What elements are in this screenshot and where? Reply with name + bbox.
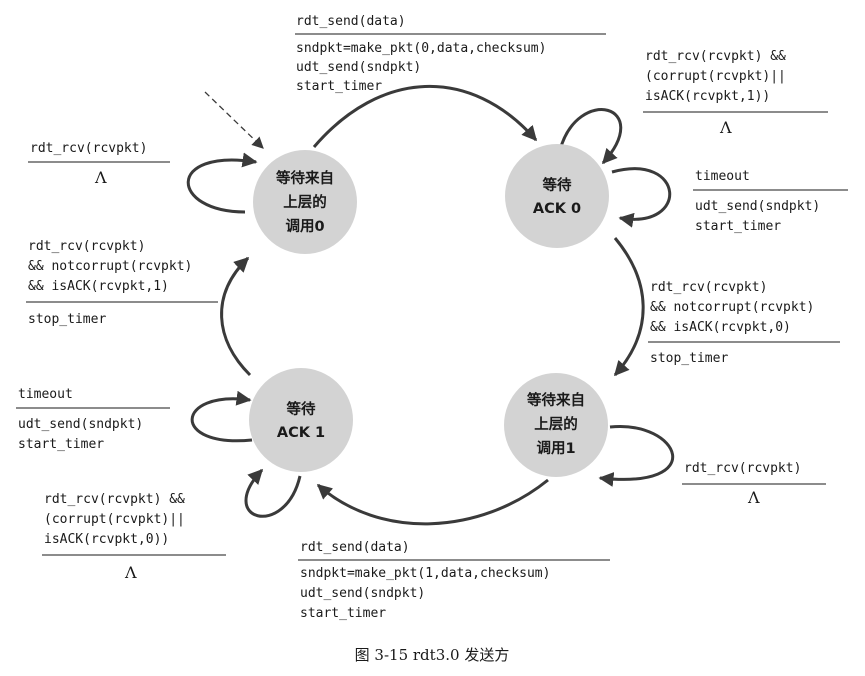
transition-event: && isACK(rcvpkt,1) [28,279,169,294]
loop-ack0-timeout [611,167,672,228]
state-wait-call-1: 等待来自 上层的 调用1 [504,373,608,477]
transition-event: rdt_rcv(rcvpkt) [684,461,801,476]
transition-action: Λ [747,488,760,507]
transition-action: stop_timer [28,312,106,327]
state-label-line: 等待来自 [527,391,585,409]
state-wait-call-0: 等待来自 上层的 调用0 [253,150,357,254]
state-label-line: 等待 [543,176,572,194]
arc-ack1-to-call0 [220,256,252,377]
transition-action: sndpkt=make_pkt(1,data,checksum) [300,566,550,581]
transition-ack0-wait-loop: rdt_rcv(rcvpkt) && (corrupt(rcvpkt)|| is… [643,49,828,137]
loop-call1 [598,425,675,487]
transition-event: (corrupt(rcvpkt)|| [645,69,786,84]
transition-action: stop_timer [650,351,728,366]
state-wait-ack-1: 等待 ACK 1 [249,368,353,472]
transition-action: start_timer [695,219,781,234]
state-label-line: 调用1 [536,440,575,457]
transition-event: timeout [18,387,73,402]
transition-event: && notcorrupt(rcvpkt) [650,300,814,315]
transition-event: (corrupt(rcvpkt)|| [44,512,185,527]
transition-event: isACK(rcvpkt,1)) [645,89,770,104]
figure-caption: 图 3-15 rdt3.0 发送方 [355,646,510,664]
transition-event: timeout [695,169,750,184]
transition-action: sndpkt=make_pkt(0,data,checksum) [296,41,546,56]
transition-action: start_timer [296,79,382,94]
state-label-line: ACK 1 [277,425,325,441]
state-label-line: 等待来自 [276,169,334,187]
loop-ack0-top [558,108,623,165]
arc-call1-to-ack1 [316,478,549,526]
transition-ack1-received: rdt_rcv(rcvpkt) && notcorrupt(rcvpkt) &&… [26,239,218,327]
arc-ack0-to-call1 [613,237,645,377]
transition-call0-loop: rdt_rcv(rcvpkt) Λ [28,141,170,187]
transition-action: udt_send(sndpkt) [695,199,820,214]
transition-event: rdt_rcv(rcvpkt) [650,280,767,295]
transition-event: && isACK(rcvpkt,0) [650,320,791,335]
transition-event: rdt_rcv(rcvpkt) [30,141,147,156]
transition-event: rdt_rcv(rcvpkt) [28,239,145,254]
transition-ack1-wait-loop: rdt_rcv(rcvpkt) && (corrupt(rcvpkt)|| is… [42,492,226,582]
transition-action: udt_send(sndpkt) [300,586,425,601]
initial-state-arrow [204,91,264,149]
loop-call0 [186,152,258,214]
transition-event: rdt_send(data) [296,14,406,29]
transition-action: udt_send(sndpkt) [296,60,421,75]
transition-action: Λ [124,563,137,582]
state-label-line: 上层的 [534,415,578,433]
transition-send-data-1: rdt_send(data) sndpkt=make_pkt(1,data,ch… [298,540,610,621]
transition-ack1-timeout: timeout udt_send(sndpkt) start_timer [16,387,170,452]
arc-call0-to-ack0 [312,85,538,148]
transition-action: Λ [719,118,732,137]
transition-action: udt_send(sndpkt) [18,417,143,432]
state-label-line: 上层的 [283,193,327,211]
transition-event: rdt_rcv(rcvpkt) && [645,49,786,64]
transition-action: Λ [94,168,107,187]
transition-event: && notcorrupt(rcvpkt) [28,259,192,274]
state-label-line: ACK 0 [533,201,581,217]
transition-action: start_timer [18,437,104,452]
transition-event: isACK(rcvpkt,0)) [44,532,169,547]
state-label-line: 调用0 [285,218,324,235]
loop-ack1-timeout [190,390,253,443]
transition-action: start_timer [300,606,386,621]
transition-ack0-timeout: timeout udt_send(sndpkt) start_timer [693,169,848,234]
state-wait-ack-0: 等待 ACK 0 [505,144,609,248]
transition-ack0-received: rdt_rcv(rcvpkt) && notcorrupt(rcvpkt) &&… [648,280,840,366]
transition-send-data-0: rdt_send(data) sndpkt=make_pkt(0,data,ch… [295,14,606,94]
loop-ack1-bottom [244,468,302,518]
state-label-line: 等待 [287,400,316,418]
transition-event: rdt_send(data) [300,540,410,555]
transition-call1-loop: rdt_rcv(rcvpkt) Λ [682,461,826,507]
transition-event: rdt_rcv(rcvpkt) && [44,492,185,507]
